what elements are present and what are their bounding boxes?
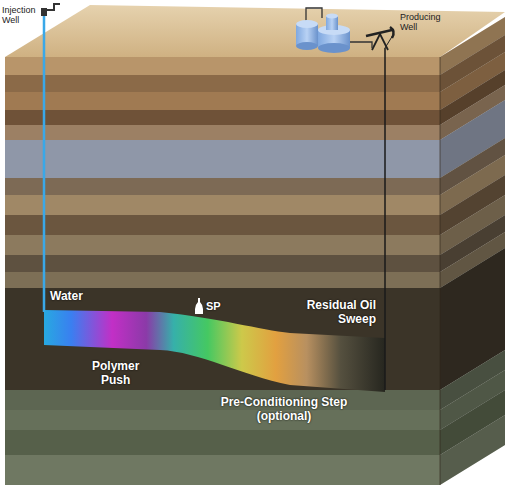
stage-label: Polymer Push	[92, 360, 139, 388]
wellhead	[41, 4, 60, 16]
wellhead-body	[41, 8, 47, 16]
stratum	[5, 125, 440, 140]
pipe	[350, 42, 372, 48]
stratum	[5, 178, 440, 195]
stratum	[5, 57, 440, 75]
surface-facility	[296, 8, 372, 53]
pumpjack	[366, 27, 394, 50]
fluid-label: SP	[206, 300, 221, 313]
stratum	[5, 195, 440, 215]
wellhead-pipe	[47, 4, 60, 10]
stratum	[5, 430, 440, 455]
producing-well	[384, 48, 386, 390]
well-label: Producing Well	[400, 12, 441, 33]
ground-surface	[5, 5, 505, 57]
side-shade	[440, 17, 505, 485]
stage-label: Residual Oil Sweep	[292, 299, 376, 327]
front-strata	[5, 57, 440, 485]
stratum	[5, 410, 440, 430]
pumpjack-beam	[366, 30, 392, 36]
injection-well	[43, 14, 46, 312]
tank-bottom	[318, 43, 350, 53]
fluid-label: Water	[50, 290, 83, 304]
tank-top	[296, 20, 318, 28]
stratum	[5, 235, 440, 255]
block-edge	[440, 57, 441, 485]
stratum	[5, 110, 440, 125]
sp-marker	[195, 298, 203, 314]
stage-label: Pre-Conditioning Step (optional)	[206, 396, 362, 424]
stratum	[5, 215, 440, 235]
stratum	[5, 92, 440, 110]
tank-top	[326, 14, 338, 19]
stratum	[5, 272, 440, 288]
well-label: Injection Well	[2, 5, 36, 26]
stratum	[5, 255, 440, 272]
flood-band	[44, 310, 385, 392]
side-strata	[440, 17, 505, 485]
pipe	[306, 8, 322, 22]
stratum	[5, 455, 440, 485]
stratum	[5, 75, 440, 92]
pumpjack-rod	[385, 35, 393, 48]
tank-bottom	[296, 42, 318, 50]
stratum	[5, 140, 440, 178]
